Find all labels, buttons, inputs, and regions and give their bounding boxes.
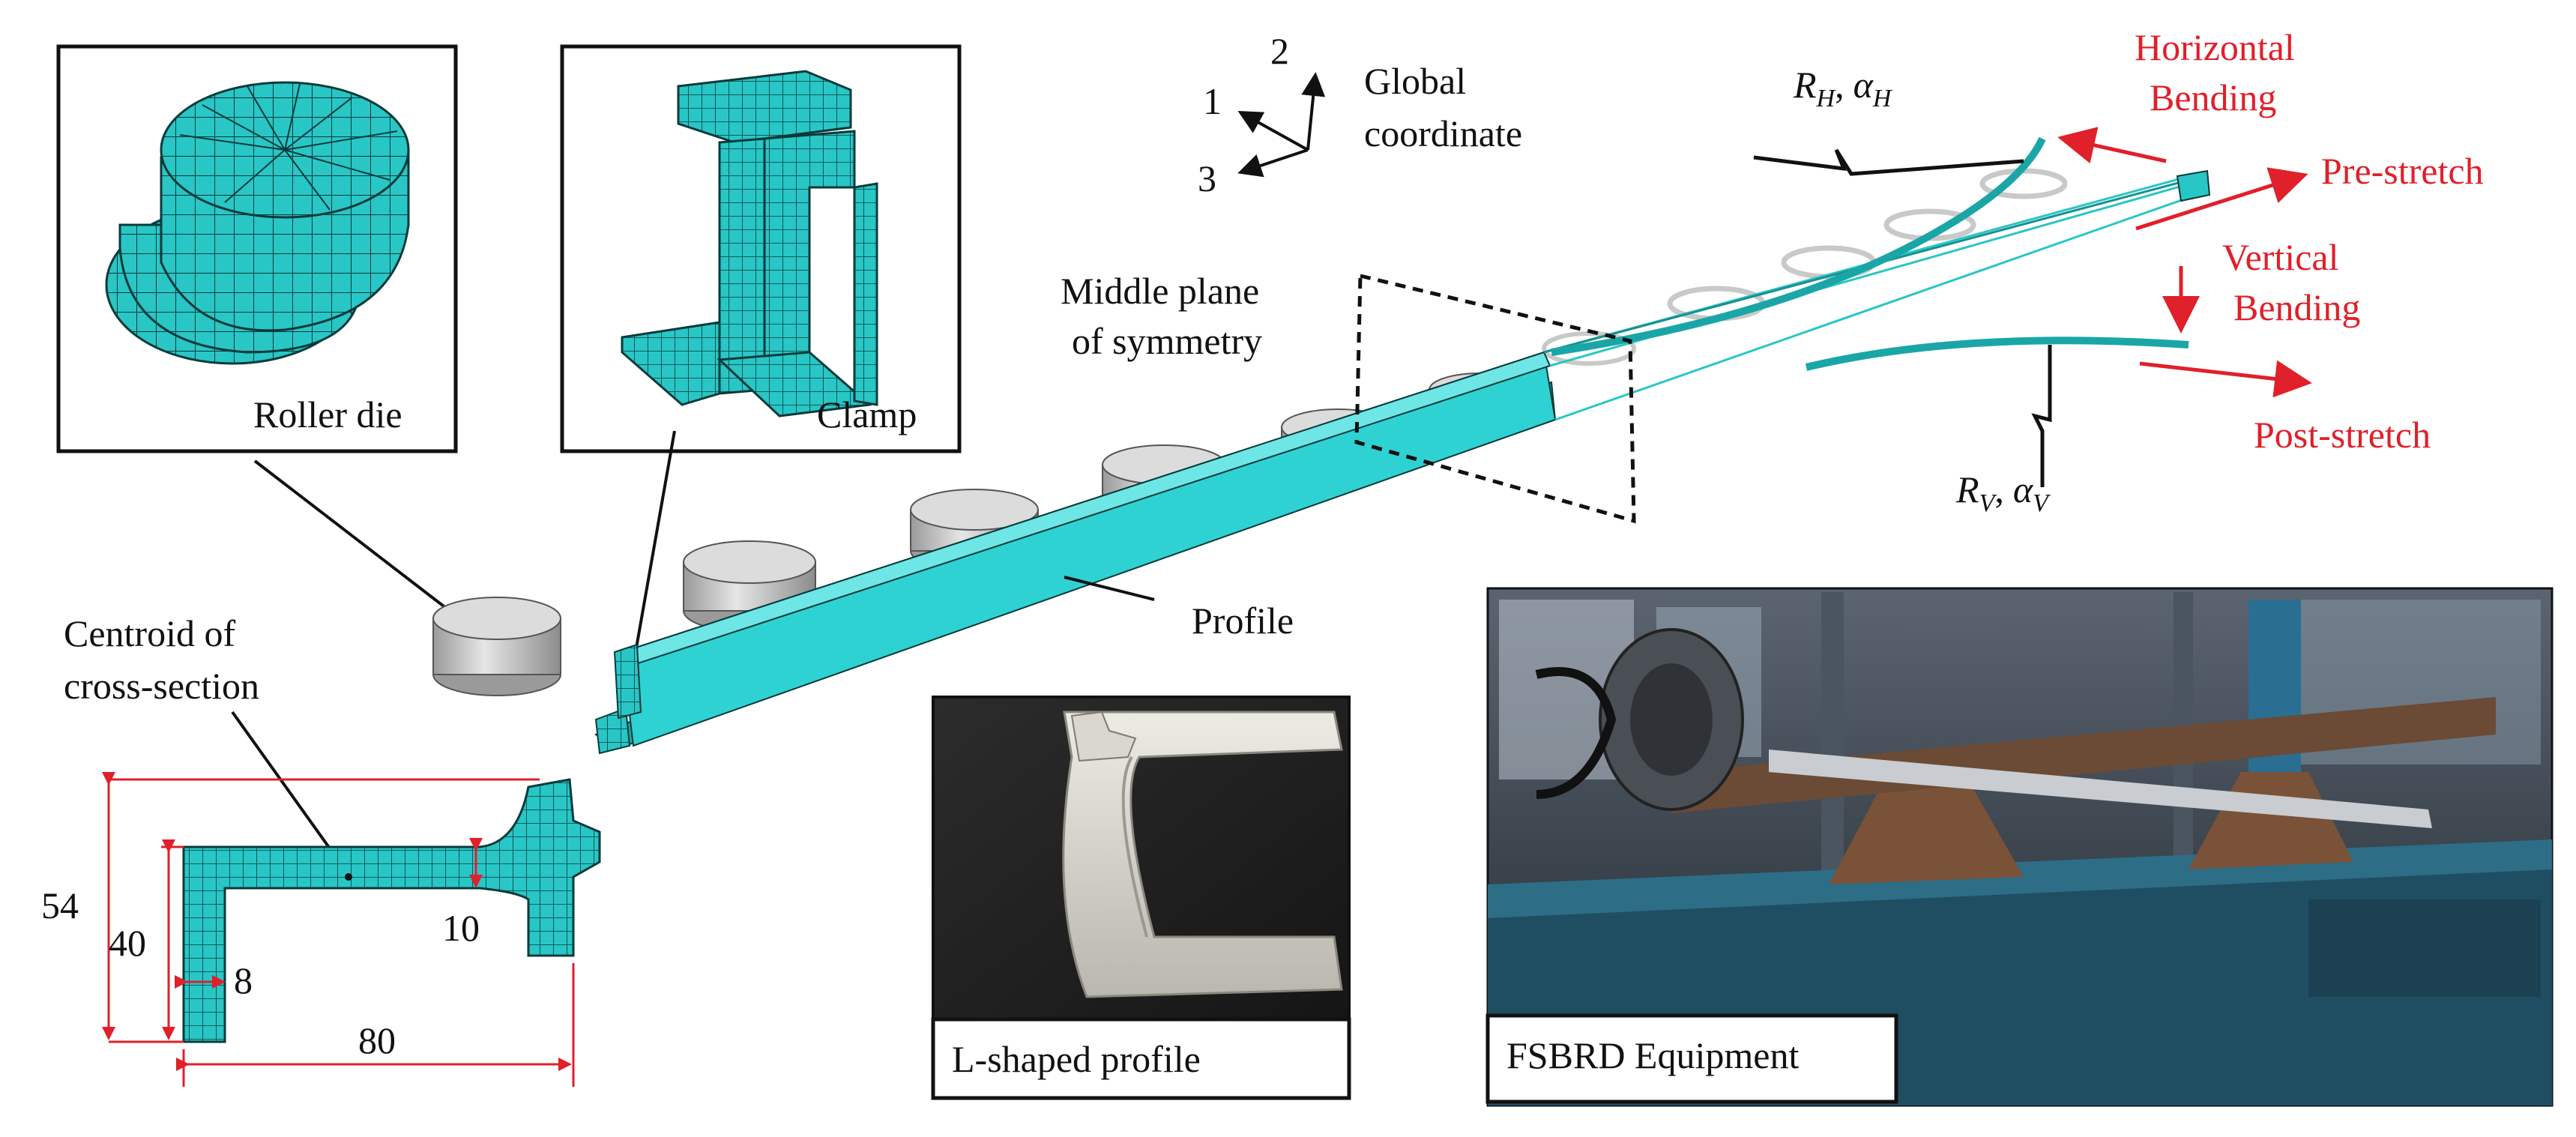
rh-subscript: H: [1816, 85, 1837, 112]
horizontal-bending-label-line1: Horizontal: [2135, 26, 2295, 68]
rh-symbol: R: [1793, 64, 1817, 106]
roller-die-ghost: [1542, 331, 1636, 366]
clamp-leader: [634, 430, 676, 653]
roller-die-mesh-model: [105, 81, 410, 365]
vertical-bending-curve: [1805, 337, 2189, 371]
middle-plane-label-line1: Middle plane: [1061, 270, 1259, 312]
cross-section-mesh: [182, 778, 601, 1043]
roller-die-inset: Roller die: [56, 44, 458, 453]
ah-symbol: α: [1853, 64, 1874, 106]
dim-width: 80: [358, 1019, 396, 1061]
axis-3-label: 3: [1198, 157, 1216, 199]
fsbrd-equipment-photo: FSBRD Equipment: [1485, 587, 2554, 1107]
global-coordinate-label-line1: Global: [1364, 60, 1466, 102]
profile-leader: [1064, 576, 1155, 601]
ah-subscript: H: [1872, 85, 1893, 112]
l-shaped-profile-caption: L-shaped profile: [952, 1038, 1201, 1080]
centroid-point: [345, 873, 352, 881]
dim-height-flange: 40: [109, 922, 146, 964]
clamp-label: Clamp: [817, 393, 917, 435]
horizontal-bending-arrow: [2057, 127, 2167, 164]
dim-web-thickness: 8: [234, 959, 253, 1001]
clamp-inset: Clamp: [560, 44, 962, 453]
centroid-label-line2: cross-section: [64, 665, 259, 707]
axis-1-label: 1: [1203, 80, 1222, 122]
av-subscript: V: [2033, 489, 2051, 517]
pre-stretch-label: Pre-stretch: [2321, 150, 2484, 192]
load-annotations: Horizontal Bending Pre-stretch Vertical …: [2057, 26, 2484, 456]
pre-stretch-arrow: [2135, 167, 2308, 231]
roller-die-leader: [253, 459, 451, 612]
svg-text:RV,αV: RV,αV: [1955, 468, 2051, 517]
centroid-leader: [231, 711, 346, 871]
profile-end-stub: [2176, 169, 2211, 202]
roller-die-label: Roller die: [253, 393, 402, 435]
middle-plane-of-symmetry: [1354, 273, 1636, 524]
vertical-bending-label-line2: Bending: [2233, 286, 2360, 328]
dim-flange-thickness: 10: [442, 907, 480, 949]
centroid-label-line1: Centroid of: [64, 612, 235, 654]
svg-text:RH,αH: RH,αH: [1793, 64, 1893, 112]
l-shaped-profile-photo: L-shaped profile: [931, 696, 1351, 1100]
global-coordinate-system: 2 1 3 Global coordinate: [1198, 30, 1522, 199]
post-stretch-label: Post-stretch: [2254, 414, 2431, 456]
av-symbol: α: [2013, 468, 2034, 510]
vertical-bending-label-line1: Vertical: [2222, 236, 2338, 278]
axis-2-label: 2: [1270, 30, 1289, 72]
rh-alpha-h-annotation: RH,αH: [1753, 64, 2024, 176]
clamp-mesh-model: [621, 70, 878, 417]
fsbrd-equipment-caption: FSBRD Equipment: [1506, 1034, 1799, 1076]
global-coordinate-label-line2: coordinate: [1364, 112, 1522, 154]
dim-height-total: 54: [41, 884, 79, 926]
rv-alpha-v-annotation: RV,αV: [1955, 345, 2052, 517]
middle-plane-label-line2: of symmetry: [1072, 320, 1262, 362]
profile-label: Profile: [1192, 600, 1294, 642]
rv-symbol: R: [1955, 468, 1979, 510]
post-stretch-arrow: [2139, 360, 2312, 398]
horizontal-bending-curve: [1551, 136, 2046, 356]
cross-section-drawing: Centroid of cross-section 54 40 8 10 80: [41, 612, 601, 1087]
horizontal-bending-label-line2: Bending: [2150, 76, 2276, 118]
roller-die: [432, 597, 561, 696]
profile-model: [594, 171, 2208, 755]
